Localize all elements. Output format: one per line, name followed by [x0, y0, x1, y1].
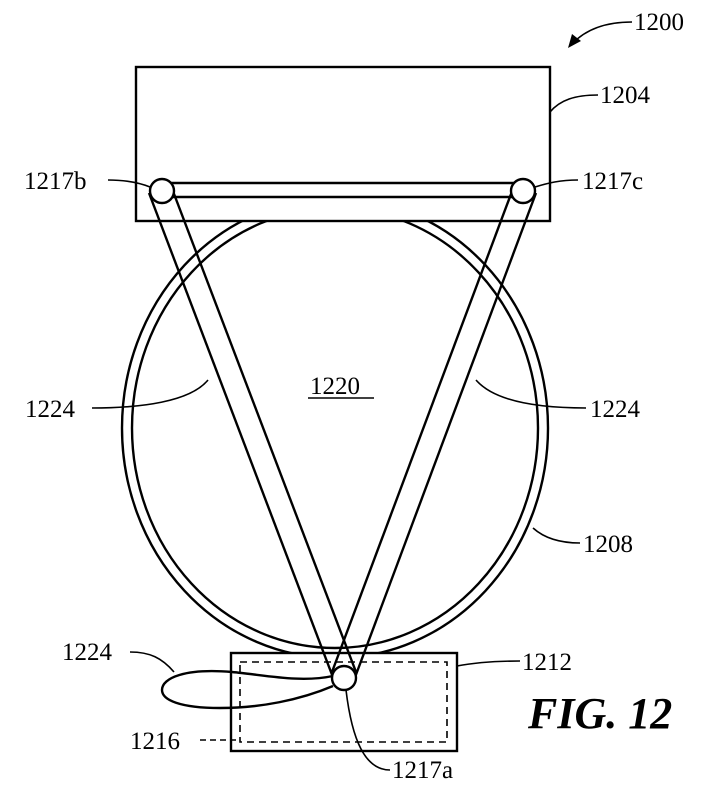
label-1224-right: 1224 [590, 396, 641, 423]
top-block-1204 [134, 65, 552, 223]
label-1224-bottom: 1224 [62, 639, 113, 666]
inner-box-1216 [239, 661, 448, 743]
label-1220: 1220 [310, 373, 360, 400]
label-1217c: 1217c [582, 168, 643, 195]
triangle-strap [147, 185, 538, 681]
label-1217a: 1217a [392, 757, 453, 784]
pivot-1217b [148, 177, 176, 205]
label-1208: 1208 [583, 531, 633, 558]
label-1200: 1200 [634, 9, 684, 36]
figure-title: FIG. 12 [527, 689, 672, 738]
label-1217b: 1217b [24, 168, 87, 195]
bottom-strap-loop [160, 669, 334, 710]
label-1212: 1212 [522, 649, 572, 676]
label-1216: 1216 [130, 728, 180, 755]
label-1204: 1204 [600, 82, 651, 109]
pivot-1217a [330, 664, 358, 692]
label-1224-left: 1224 [25, 396, 76, 423]
leader-lines [91, 21, 633, 771]
top-rail [160, 181, 524, 199]
pivot-1217c [509, 177, 537, 205]
